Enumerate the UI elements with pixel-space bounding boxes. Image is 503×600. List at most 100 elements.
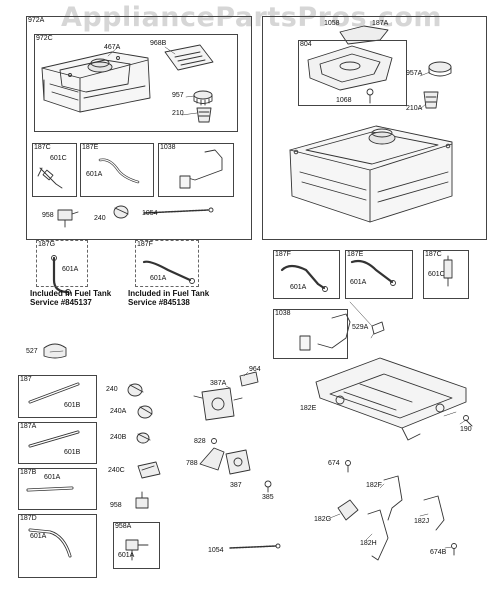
box-1038-right [273, 309, 348, 359]
bracket-788-drawing [199, 447, 225, 471]
box-187c-right [423, 250, 469, 299]
line-1038-right-drawing [317, 313, 351, 349]
clip-601c-drawing [37, 167, 63, 189]
label-601c-right: 601C [428, 271, 445, 278]
box-187c-left [32, 143, 77, 197]
label-964: 964 [249, 366, 261, 373]
label-957a: 957A [406, 70, 423, 77]
clamp-240-top-drawing [113, 205, 129, 219]
label-601b-187: 601B [64, 402, 81, 409]
part-1058-drawing [339, 25, 389, 45]
label-240-top: 240 [94, 215, 106, 222]
label-601a-r187e: 601A [350, 279, 367, 286]
label-182g: 182G [314, 516, 332, 523]
box-187f-right [273, 250, 340, 299]
box-972a-tag: 972A [28, 17, 45, 24]
pump-387-drawing [225, 449, 251, 475]
label-385: 385 [262, 494, 274, 501]
hose-1054-drawing [229, 545, 277, 549]
note-fuel-tank-845137: Included in Fuel Tank Service #845137 [30, 289, 111, 307]
label-601a-187d: 601A [30, 533, 47, 540]
label-plate-drawing [164, 44, 214, 71]
label-182j: 182J [414, 518, 430, 525]
box-187e-left-tag: 187E [82, 144, 99, 151]
label-240a: 240A [110, 408, 127, 415]
bracket-182j-drawing [423, 495, 445, 531]
box-804 [298, 40, 407, 106]
label-828: 828 [194, 438, 206, 445]
label-601c-left: 601C [50, 155, 67, 162]
label-601b-187a: 601B [64, 449, 81, 456]
note-fuel-tank-845138-line1: Included in Fuel Tank [128, 289, 210, 298]
box-958a [113, 522, 160, 569]
box-1038-right-tag: 1038 [275, 310, 291, 317]
box-187g-tag: 187G [38, 241, 56, 248]
box-right-tank [262, 16, 487, 240]
part-828-drawing [211, 438, 217, 444]
line-1038-drawing [187, 149, 223, 181]
box-187f-left [135, 240, 199, 287]
label-190: 190 [460, 426, 472, 433]
label-240: 240 [106, 386, 118, 393]
label-788: 788 [186, 460, 198, 467]
label-240b: 240B [110, 434, 127, 441]
cap-957-drawing [193, 90, 213, 106]
label-182h: 182H [360, 540, 377, 547]
label-529a: 529A [352, 324, 369, 331]
label-601a-187f: 601A [150, 275, 167, 282]
label-1068: 1068 [336, 97, 352, 104]
label-957-left: 957 [172, 92, 184, 99]
label-467a: 467A [104, 44, 121, 51]
label-527: 527 [26, 348, 38, 355]
box-187b-tag: 187B [20, 469, 37, 476]
box-187e-right [345, 250, 413, 299]
box-187a-tag: 187A [20, 423, 37, 430]
label-182e: 182E [300, 405, 317, 412]
box-1038-left [158, 143, 234, 197]
label-387: 387 [230, 482, 242, 489]
label-958: 958 [110, 502, 122, 509]
box-804-tag: 804 [300, 41, 312, 48]
clip-527-drawing [43, 343, 67, 359]
label-674b: 674B [430, 549, 447, 556]
clamp-240-drawing [127, 383, 144, 397]
screw-674-drawing [345, 460, 351, 473]
hose-601a-r187f [280, 264, 326, 290]
screw-674b-drawing [451, 543, 457, 556]
screw-1068-drawing [366, 88, 374, 104]
box-972a [26, 16, 252, 240]
note-fuel-tank-845138: Included in Fuel Tank Service #845138 [128, 289, 209, 307]
box-187b [18, 468, 97, 510]
label-210a: 210A [406, 105, 423, 112]
label-240c: 240C [108, 467, 125, 474]
box-972c [34, 34, 238, 132]
bracket-182g-drawing [337, 499, 359, 521]
label-958-top: 958 [42, 212, 54, 219]
part-385-drawing [264, 480, 272, 493]
label-387a: 387A [210, 380, 227, 387]
box-187c-left-tag: 187C [34, 144, 51, 151]
box-187a [18, 422, 97, 464]
box-187-tag: 187 [20, 376, 32, 383]
box-972c-tag: 972C [36, 35, 53, 42]
label-182f: 182F [366, 482, 382, 489]
lid-804-drawing [307, 45, 393, 91]
clip-601c-right-drawing [443, 255, 453, 287]
box-958a-tag: 958A [115, 523, 132, 530]
part-964-drawing [239, 371, 259, 387]
label-601a-187e: 601A [86, 171, 103, 178]
filter-210a-drawing [423, 91, 439, 109]
box-187 [18, 375, 97, 418]
hose-601a-r187e [350, 259, 394, 284]
part-529a-drawing [371, 321, 385, 335]
label-601a-r187f: 601A [290, 284, 307, 291]
label-1054-top: 1054 [142, 210, 158, 217]
box-187d [18, 514, 97, 578]
box-187g [36, 240, 88, 287]
clamp-240a-drawing [137, 405, 153, 419]
bracket-182f-drawing [383, 475, 403, 521]
label-968b: 968B [150, 40, 167, 47]
box-187e-left [80, 143, 154, 197]
cap-957a-drawing [428, 61, 452, 77]
label-601a-958a: 601A [118, 552, 135, 559]
